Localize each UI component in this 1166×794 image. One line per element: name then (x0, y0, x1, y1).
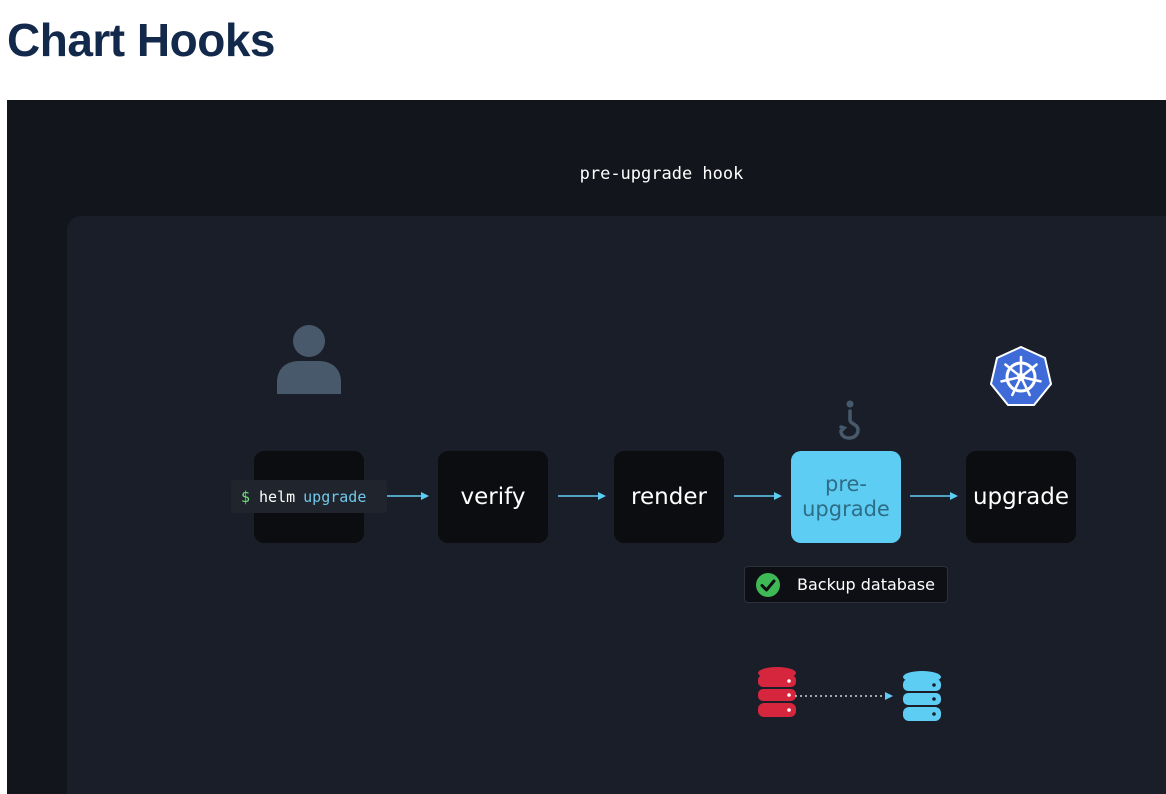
step-upgrade: upgrade (966, 451, 1076, 543)
kubernetes-icon (990, 346, 1052, 406)
diagram-caption: pre-upgrade hook (579, 164, 744, 184)
step-verify: verify (438, 451, 548, 543)
diagram-stage: pre-upgrade hook $ helm upgrade (7, 100, 1166, 794)
hook-action-badge: Backup database (744, 566, 948, 603)
flow-arrow (558, 492, 606, 500)
database-icon (758, 667, 796, 717)
user-icon (277, 325, 341, 394)
prompt-symbol: $ (241, 487, 251, 506)
page-title: Chart Hooks (7, 14, 275, 66)
hook-icon (839, 400, 860, 440)
database-icon (903, 671, 941, 721)
helm-word: helm (259, 487, 296, 506)
flow-arrow (910, 492, 958, 500)
step-render: render (614, 451, 724, 543)
flow-arrow (387, 492, 429, 500)
helm-command: $ helm upgrade (231, 480, 387, 513)
hook-action-label: Backup database (797, 575, 935, 594)
step-pre-upgrade: pre- upgrade (791, 451, 901, 543)
flow-arrow (734, 492, 782, 500)
upgrade-word: upgrade (303, 487, 367, 506)
check-icon (756, 572, 780, 597)
migration-arrow (795, 692, 893, 700)
